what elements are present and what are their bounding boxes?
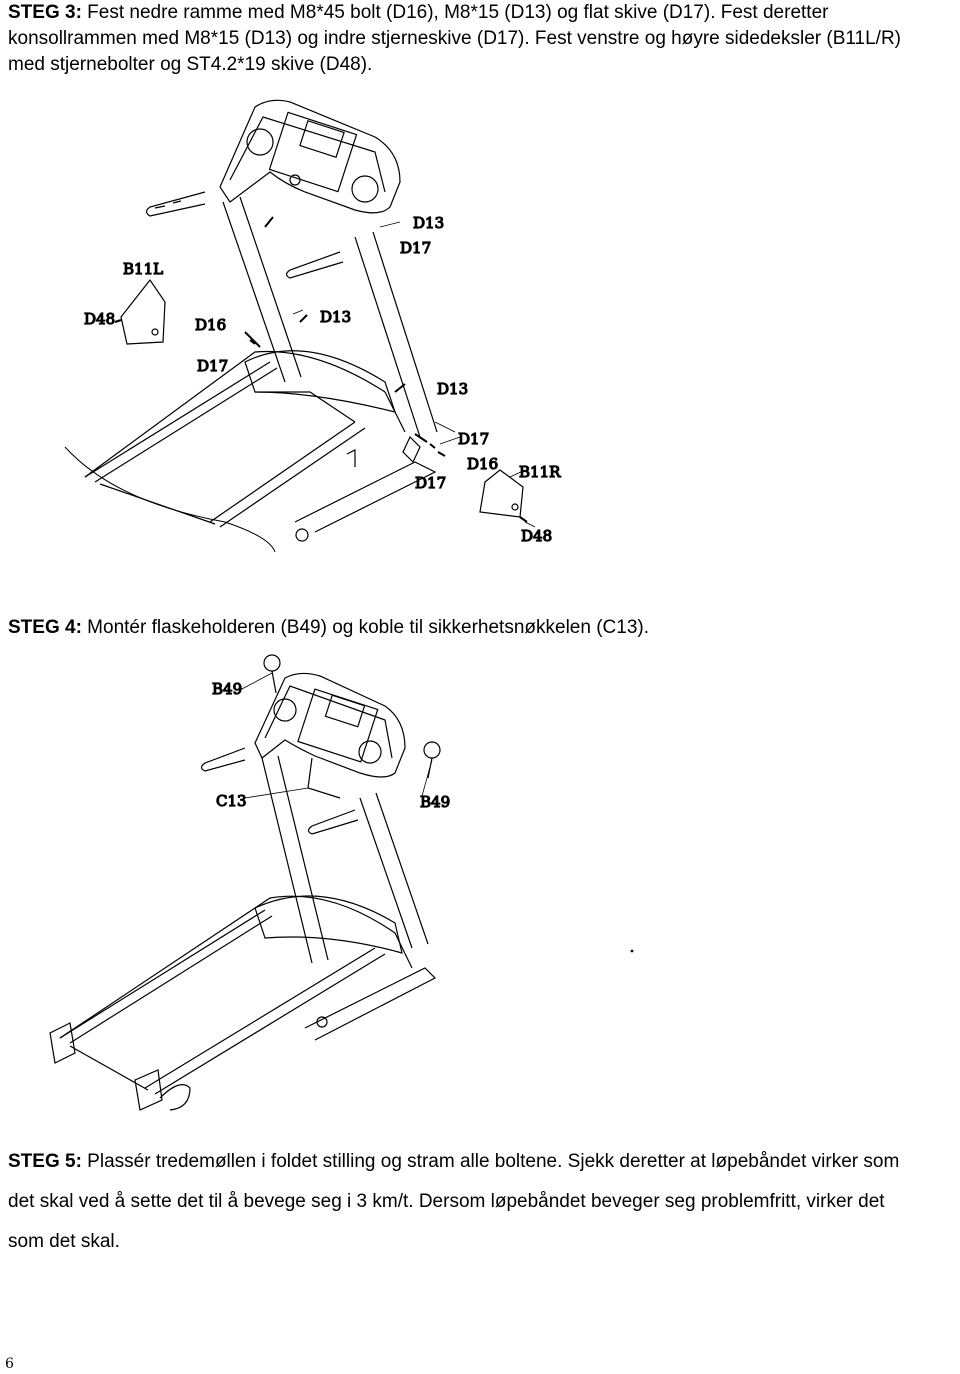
step3-text: Fest nedre ramme med M8*45 bolt (D16), M… xyxy=(8,2,902,75)
step3-label: STEG 3: xyxy=(8,2,82,23)
step4-label: STEG 4: xyxy=(8,617,82,638)
step5-label: STEG 5: xyxy=(8,1151,82,1172)
label-d16-right: D16 xyxy=(467,455,498,473)
label-b49-right: B49 xyxy=(420,793,450,811)
label-b49-left: B49 xyxy=(212,680,242,698)
label-b11r: B11R xyxy=(519,463,561,481)
label-b11l: B11L xyxy=(123,260,163,278)
label-d17-top: D17 xyxy=(400,239,431,257)
label-d17-left: D17 xyxy=(197,357,228,375)
label-d17-bottom: D17 xyxy=(415,474,446,492)
step4-illustration: B49 C13 B49 xyxy=(40,648,640,1118)
label-d48-left: D48 xyxy=(84,310,115,328)
label-d13-mid: D13 xyxy=(320,308,351,326)
label-d13-lower: D13 xyxy=(437,380,468,398)
page-number: 6 xyxy=(5,1356,14,1372)
label-d16-left: D16 xyxy=(195,316,226,334)
step4-text: Montér flaskeholderen (B49) og koble til… xyxy=(81,617,650,638)
step5-paragraph: STEG 5: Plassér tredemøllen i foldet sti… xyxy=(8,1142,908,1262)
step5-text: Plassér tredemøllen i foldet stilling og… xyxy=(8,1151,900,1252)
step4-paragraph: STEG 4: Montér flaskeholderen (B49) og k… xyxy=(8,615,908,641)
label-c13: C13 xyxy=(216,792,247,810)
step3-paragraph: STEG 3: Fest nedre ramme med M8*45 bolt … xyxy=(8,0,908,78)
label-d17-right: D17 xyxy=(458,430,489,448)
label-d13-top: D13 xyxy=(413,214,444,232)
step3-illustration: D13 D17 B11L D48 D16 D13 D17 D13 D17 D16… xyxy=(55,92,615,557)
label-d48-right: D48 xyxy=(521,527,552,545)
